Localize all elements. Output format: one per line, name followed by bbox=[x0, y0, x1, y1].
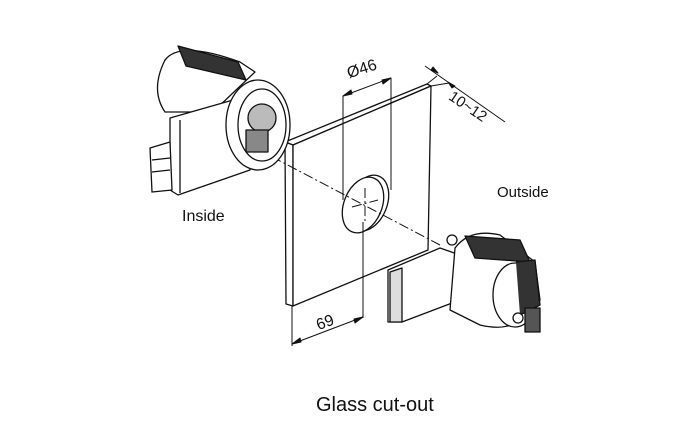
offset-dimension bbox=[291, 222, 364, 346]
inside-label: Inside bbox=[182, 208, 225, 225]
key-icon bbox=[524, 307, 541, 333]
diameter-dimension bbox=[342, 77, 392, 200]
inside-lock-body bbox=[149, 45, 291, 196]
thickness-dimension bbox=[424, 65, 506, 123]
outside-label: Outside bbox=[497, 184, 549, 201]
glass-hole bbox=[341, 174, 390, 234]
diagram-caption: Glass cut-out bbox=[316, 394, 434, 416]
outside-lock-body bbox=[387, 232, 541, 333]
